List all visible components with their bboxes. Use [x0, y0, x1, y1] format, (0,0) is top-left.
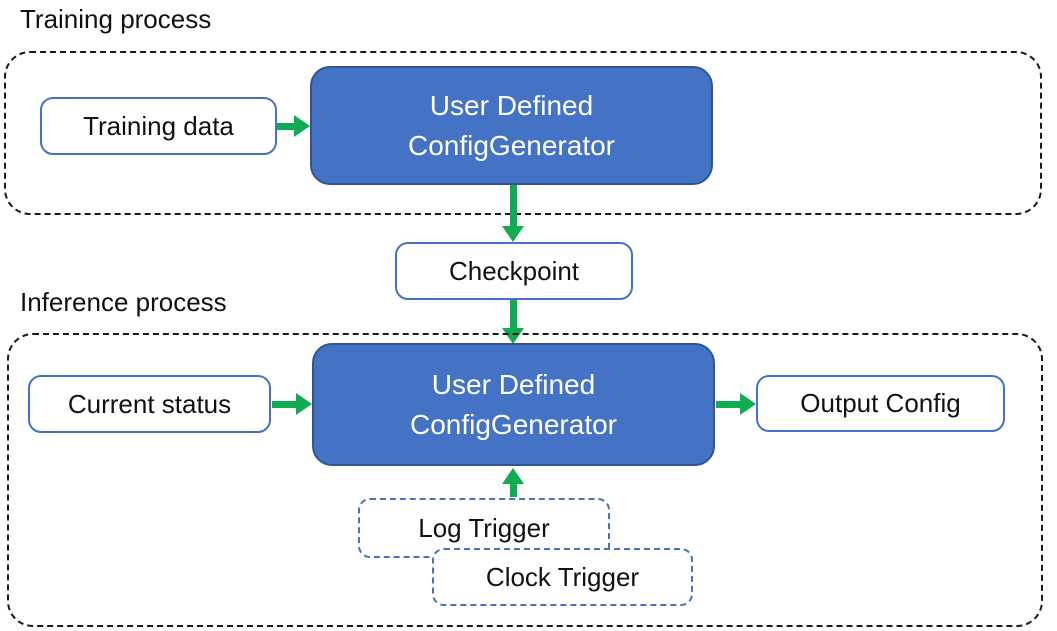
training-process-region	[4, 51, 1042, 215]
inference-generator-line2: ConfigGenerator	[409, 408, 617, 440]
training-generator-box: User Defined ConfigGenerator	[310, 66, 713, 185]
inference-generator-box: User Defined ConfigGenerator	[312, 343, 715, 466]
arrow-triggers-to-generator	[502, 468, 524, 497]
current-status-box: Current status	[28, 375, 271, 433]
arrow-up-icon	[502, 468, 524, 484]
arrow-down-icon	[502, 328, 524, 344]
checkpoint-box: Checkpoint	[395, 242, 633, 300]
arrow-right-icon	[740, 393, 756, 415]
arrow-current-status-to-generator	[272, 393, 312, 415]
clock-trigger-box: Clock Trigger	[432, 548, 693, 606]
output-config-label: Output Config	[800, 388, 961, 418]
arrow-shaft	[509, 484, 517, 497]
log-trigger-label: Log Trigger	[418, 512, 550, 543]
arrow-checkpoint-to-generator	[502, 300, 524, 344]
training-generator-line2: ConfigGenerator	[407, 129, 615, 161]
arrow-shaft	[272, 400, 296, 408]
arrow-down-icon	[502, 226, 524, 242]
inference-generator-line1: User Defined	[431, 368, 596, 400]
arrow-shaft	[277, 122, 294, 130]
arrow-training-data-to-generator	[277, 115, 310, 137]
training-data-box: Training data	[40, 97, 277, 155]
arrow-shaft	[716, 400, 740, 408]
output-config-box: Output Config	[756, 375, 1005, 432]
arrow-shaft	[509, 300, 517, 328]
arrow-shaft	[509, 185, 517, 226]
clock-trigger-label: Clock Trigger	[485, 561, 640, 592]
arrow-right-icon	[296, 393, 312, 415]
arrow-generator-to-checkpoint	[502, 185, 524, 242]
checkpoint-label: Checkpoint	[448, 255, 580, 286]
inference-process-region	[7, 333, 1043, 627]
arrow-generator-to-output-config	[716, 393, 756, 415]
arrow-right-icon	[294, 115, 310, 137]
training-data-label: Training data	[83, 110, 234, 141]
training-generator-line1: User Defined	[429, 89, 594, 121]
current-status-label: Current status	[67, 388, 232, 419]
inference-process-label: Inference process	[20, 287, 227, 317]
training-process-label: Training process	[20, 4, 212, 34]
